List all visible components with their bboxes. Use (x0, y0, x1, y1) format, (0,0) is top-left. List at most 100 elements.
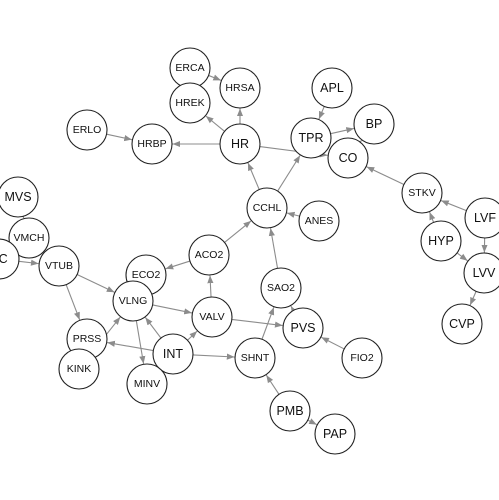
node-anes: ANES (298, 200, 340, 242)
node-label: PMB (276, 404, 303, 418)
node-circle (219, 123, 261, 165)
node-vtub: VTUB (38, 245, 80, 287)
node-hyp: HYP (420, 220, 462, 262)
node-minv: MINV (126, 363, 168, 405)
edge-erca-to-hrsa (208, 74, 222, 81)
edge-erlo-to-hrbp (106, 133, 133, 142)
edge-hyp-to-stkv (429, 211, 436, 223)
node-int: INT (152, 333, 194, 375)
node-circle (58, 348, 100, 390)
node-label: HRSA (225, 82, 254, 94)
node-circle (401, 172, 443, 214)
edge-hr-to-hrek (205, 115, 225, 132)
node-circle (188, 234, 230, 276)
node-label: CCHL (253, 202, 282, 214)
node-stkv: STKV (401, 172, 443, 214)
node-mvs: MVS (0, 176, 39, 218)
node-hrbp: HRBP (131, 123, 173, 165)
edge-valv-to-pvs (231, 318, 283, 328)
node-circle (464, 197, 499, 239)
edge-int-to-valv (187, 330, 198, 341)
node-circle (298, 200, 340, 242)
edge-cchl-to-hr (247, 162, 260, 190)
edge-pmb-to-shnt (265, 374, 280, 395)
edge-vtub-to-vlng (76, 274, 115, 293)
edge-int-to-prss (107, 340, 154, 352)
edge-cchl-to-tpr (277, 155, 301, 192)
edge-lvv-to-cvp (469, 291, 477, 306)
node-circle (8, 217, 50, 259)
edge-aco2-to-cchl (224, 220, 252, 243)
node-circle (0, 238, 20, 280)
node-circle (0, 176, 39, 218)
node-label: VALV (199, 311, 224, 323)
node-sao2: SAO2 (260, 267, 302, 309)
node-circle (66, 109, 108, 151)
node-label: ERCA (175, 62, 204, 74)
node-aco2: ACO2 (188, 234, 230, 276)
node-circle (269, 390, 311, 432)
node-label: APL (320, 81, 344, 95)
node-label: PVS (290, 321, 315, 335)
node-lvf: LVF (464, 197, 499, 239)
node-label: ANES (305, 215, 334, 227)
node-tpr: TPR (290, 117, 332, 159)
edge-vtub-to-prss (65, 284, 81, 321)
node-label: SHNT (241, 352, 270, 364)
edge-apl-to-tpr (318, 106, 325, 120)
node-circle (441, 303, 483, 345)
node-circle (260, 267, 302, 309)
edge-stkv-to-co (366, 166, 405, 185)
node-shnt: SHNT (234, 337, 276, 379)
node-vlng: VLNG (112, 280, 154, 322)
edge-anes-to-cchl (286, 211, 300, 218)
node-hrsa: HRSA (219, 67, 261, 109)
edge-lvf-to-stkv (440, 200, 467, 212)
node-bp: BP (353, 103, 395, 145)
edge-vlng-to-valv (152, 304, 193, 315)
edge-tpr-to-bp (330, 127, 355, 135)
edge-hyp-to-lvv (456, 252, 468, 262)
node-circle (246, 187, 288, 229)
node-valv: VALV (191, 296, 233, 338)
edge-vlng-to-minv (135, 320, 146, 364)
node-label: BP (366, 117, 383, 131)
node-label: VMCH (14, 232, 45, 244)
node-label: KINK (67, 363, 92, 375)
node-lvv: LVV (463, 252, 499, 294)
node-label: HR (231, 137, 249, 151)
edge-sao2-to-cchl (268, 228, 279, 269)
node-label: ECO2 (132, 269, 161, 281)
node-label: TPR (299, 131, 324, 145)
node-pvs: PVS (282, 307, 324, 349)
edge-aco2-to-eco2 (165, 260, 191, 270)
node-sc: SC (0, 238, 20, 280)
node-cchl: CCHL (246, 187, 288, 229)
node-erlo: ERLO (66, 109, 108, 151)
node-label: LVF (474, 211, 496, 225)
node-label: HYP (428, 234, 454, 248)
node-pmb: PMB (269, 390, 311, 432)
node-label: LVV (473, 266, 496, 280)
edge-valv-to-aco2 (207, 275, 214, 298)
edge-int-to-vlng (144, 317, 162, 339)
node-label: PRSS (73, 333, 102, 345)
node-kink: KINK (58, 348, 100, 390)
edge-sc-to-vtub (18, 259, 39, 266)
edge-shnt-to-sao2 (261, 307, 275, 340)
node-label: CO (339, 151, 358, 165)
node-circle (420, 220, 462, 262)
node-erca: ERCA (169, 47, 211, 89)
edge-pmb-to-pap (307, 418, 317, 426)
edge-int-to-shnt (192, 353, 235, 360)
node-label: ERLO (73, 124, 102, 136)
node-cvp: CVP (441, 303, 483, 345)
node-circle (290, 117, 332, 159)
node-label: SC (0, 252, 8, 266)
node-label: STKV (408, 187, 435, 199)
node-circle (169, 82, 211, 124)
node-label: ACO2 (195, 249, 224, 261)
node-co: CO (327, 137, 369, 179)
